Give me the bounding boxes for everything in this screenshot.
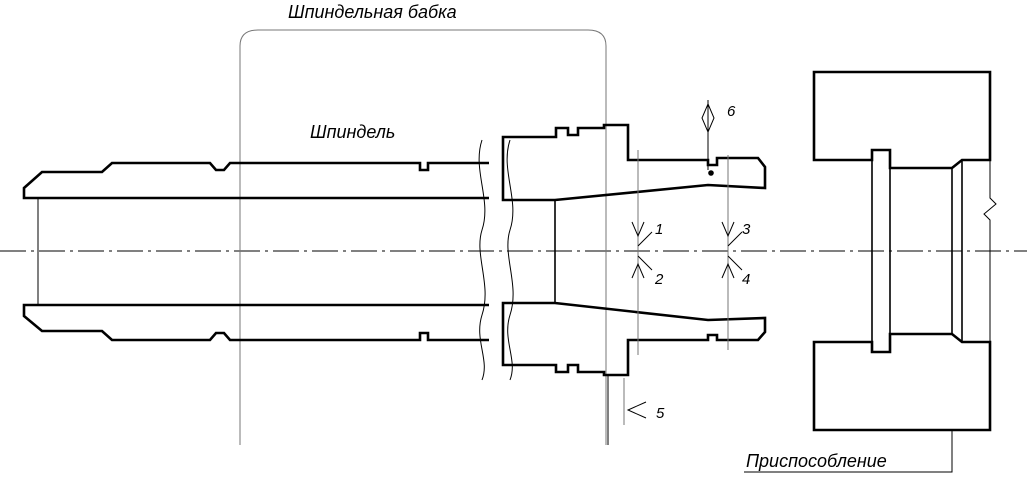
fixture-section	[812, 70, 997, 432]
callout-5: 5	[656, 405, 665, 422]
spindle-nose-section	[501, 123, 767, 377]
spindle-left-section	[22, 161, 489, 342]
callout-4: 4	[742, 271, 750, 288]
callout-6-mark	[701, 100, 715, 176]
headstock-bracket	[239, 29, 607, 445]
headstock-label: Шпиндельная бабка	[288, 2, 457, 22]
spindle-label: Шпиндель	[310, 122, 395, 142]
break-line-left	[478, 139, 486, 381]
callout-6: 6	[727, 103, 736, 120]
dimension-3-4	[721, 155, 743, 350]
fixture-leader	[744, 430, 953, 473]
callout-2: 2	[654, 271, 664, 288]
callout-3: 3	[742, 221, 751, 238]
dimension-1-2	[631, 150, 653, 355]
break-line-right	[506, 139, 514, 381]
fixture-label: Приспособление	[746, 451, 887, 471]
callout-5-mark	[623, 378, 647, 425]
callout-1: 1	[655, 221, 663, 238]
